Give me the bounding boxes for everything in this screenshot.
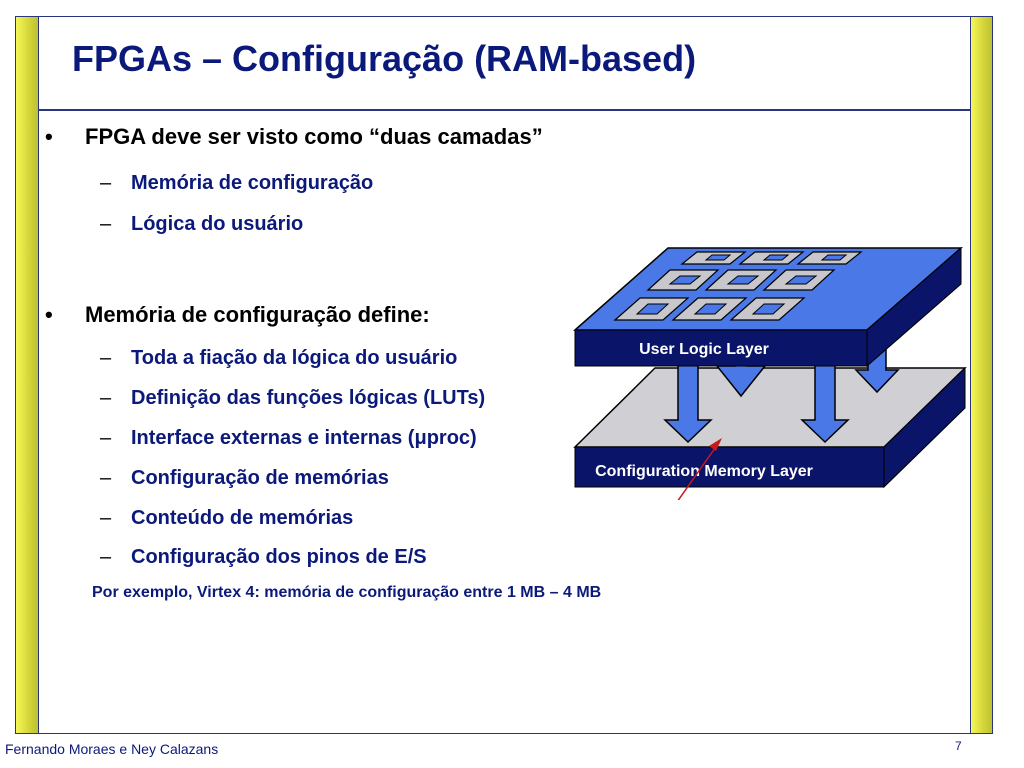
sub-bullet-2-2: –Definição das funções lógicas (LUTs) xyxy=(100,387,486,409)
bottom-frame-line xyxy=(15,733,993,734)
title-divider xyxy=(39,109,970,111)
bullet-dot: • xyxy=(45,302,53,327)
sub-bullet-text: Definição das funções lógicas (LUTs) xyxy=(131,387,486,409)
sub-bullet-2-3: –Interface externas e internas (μproc) xyxy=(100,427,477,449)
sub-bullet-text: Lógica do usuário xyxy=(131,213,304,235)
sub-bullet-text: Conteúdo de memórias xyxy=(131,507,354,529)
bullet-1: • FPGA deve ser visto como “duas camadas” xyxy=(45,124,543,150)
sub-bullet-text: Memória de configuração xyxy=(131,172,374,194)
config-layer-front xyxy=(574,446,885,488)
bullet-dot: • xyxy=(45,124,53,149)
top-frame-line xyxy=(15,16,993,17)
footer-authors: Fernando Moraes e Ney Calazans xyxy=(5,741,219,757)
sub-bullet-1-2: –Lógica do usuário xyxy=(100,213,304,235)
fpga-layers-diagram: User Logic Layer Configuration Memory La… xyxy=(573,246,967,500)
sub-bullet-1-1: –Memória de configuração xyxy=(100,172,374,194)
right-decorative-bar xyxy=(970,16,993,734)
sub-bullet-2-5: –Conteúdo de memórias xyxy=(100,507,354,529)
sub-bullet-2-1: –Toda a fiação da lógica do usuário xyxy=(100,347,458,369)
pointer-line xyxy=(677,440,721,500)
sub-bullet-2-6: –Configuração dos pinos de E/S xyxy=(100,546,427,568)
user-logic-layer xyxy=(573,246,964,368)
page-number: 7 xyxy=(955,739,962,753)
user-layer-label: User Logic Layer xyxy=(639,341,769,358)
bullet-2: • Memória de configuração define: xyxy=(45,302,430,328)
logic-block-cores xyxy=(635,254,848,315)
sub-bullet-2-4: –Configuração de memórias xyxy=(100,467,389,489)
slide-title: FPGAs – Configuração (RAM-based) xyxy=(72,38,697,79)
bullet-1-text: FPGA deve ser visto como “duas camadas” xyxy=(85,124,543,149)
user-layer-front xyxy=(574,329,868,367)
pointer-arrowhead-icon xyxy=(709,438,722,451)
left-decorative-bar xyxy=(15,16,39,734)
sub-bullet-text: Configuração dos pinos de E/S xyxy=(131,546,427,568)
sub-bullet-text: Configuração de memórias xyxy=(131,467,389,489)
example-note: Por exemplo, Virtex 4: memória de config… xyxy=(92,584,602,601)
sub-bullet-text: Interface externas e internas (μproc) xyxy=(131,427,477,449)
config-layer-label: Configuration Memory Layer xyxy=(595,463,813,480)
bullet-2-text: Memória de configuração define: xyxy=(85,302,430,327)
sub-bullet-text: Toda a fiação da lógica do usuário xyxy=(131,347,458,369)
